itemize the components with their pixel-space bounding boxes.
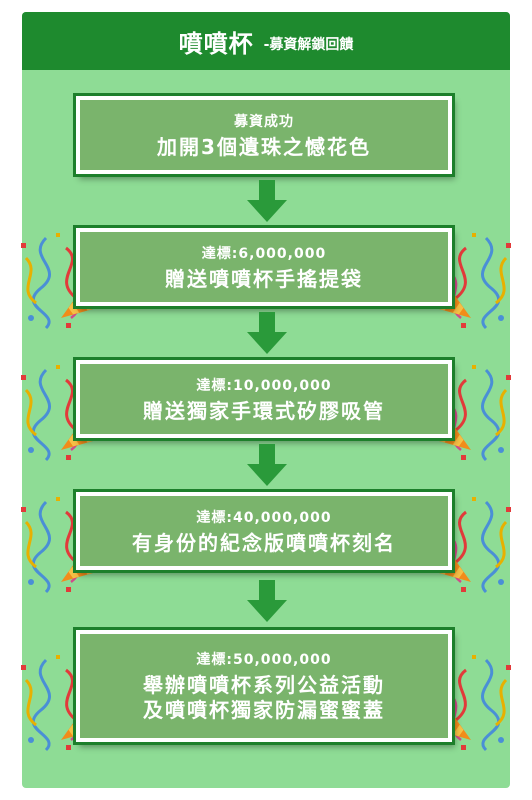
- tier-label: 達標:6,000,000: [201, 245, 327, 262]
- tier-reward-line-1: 舉辦噴噴杯系列公益活動: [143, 673, 385, 697]
- tier-card-4: 達標:40,000,000 有身份的紀念版噴噴杯刻名: [76, 492, 452, 570]
- page-title: 噴噴杯: [178, 29, 254, 58]
- tier-reward: 贈送噴噴杯手搖提袋: [165, 266, 363, 291]
- tier-label: 達標:10,000,000: [196, 377, 332, 394]
- tier-label: 達標:40,000,000: [196, 509, 332, 526]
- tier-label: 達標:50,000,000: [196, 652, 332, 668]
- tier-card-1: 募資成功 加開3個遺珠之憾花色: [76, 96, 452, 174]
- tier-card-3: 達標:10,000,000 贈送獨家手環式矽膠吸管: [76, 360, 452, 438]
- page-subtitle: -募資解鎖回饋: [263, 37, 354, 53]
- tier-reward: 有身份的紀念版噴噴杯刻名: [132, 530, 396, 555]
- tier-label: 募資成功: [234, 113, 294, 130]
- tier-reward-line-2: 及噴噴杯獨家防漏蜜蜜蓋: [143, 698, 385, 722]
- tier-card-5: 達標:50,000,000 舉辦噴噴杯系列公益活動 及噴噴杯獨家防漏蜜蜜蓋: [76, 630, 452, 742]
- down-arrow-icon: [245, 180, 289, 224]
- tier-card-2: 達標:6,000,000 贈送噴噴杯手搖提袋: [76, 228, 452, 306]
- down-arrow-icon: [245, 580, 289, 624]
- tier-reward: 加開3個遺珠之憾花色: [157, 134, 371, 159]
- down-arrow-icon: [245, 312, 289, 356]
- down-arrow-icon: [245, 444, 289, 488]
- tier-reward: 贈送獨家手環式矽膠吸管: [143, 398, 385, 423]
- header: 噴噴杯 -募資解鎖回饋: [22, 12, 510, 70]
